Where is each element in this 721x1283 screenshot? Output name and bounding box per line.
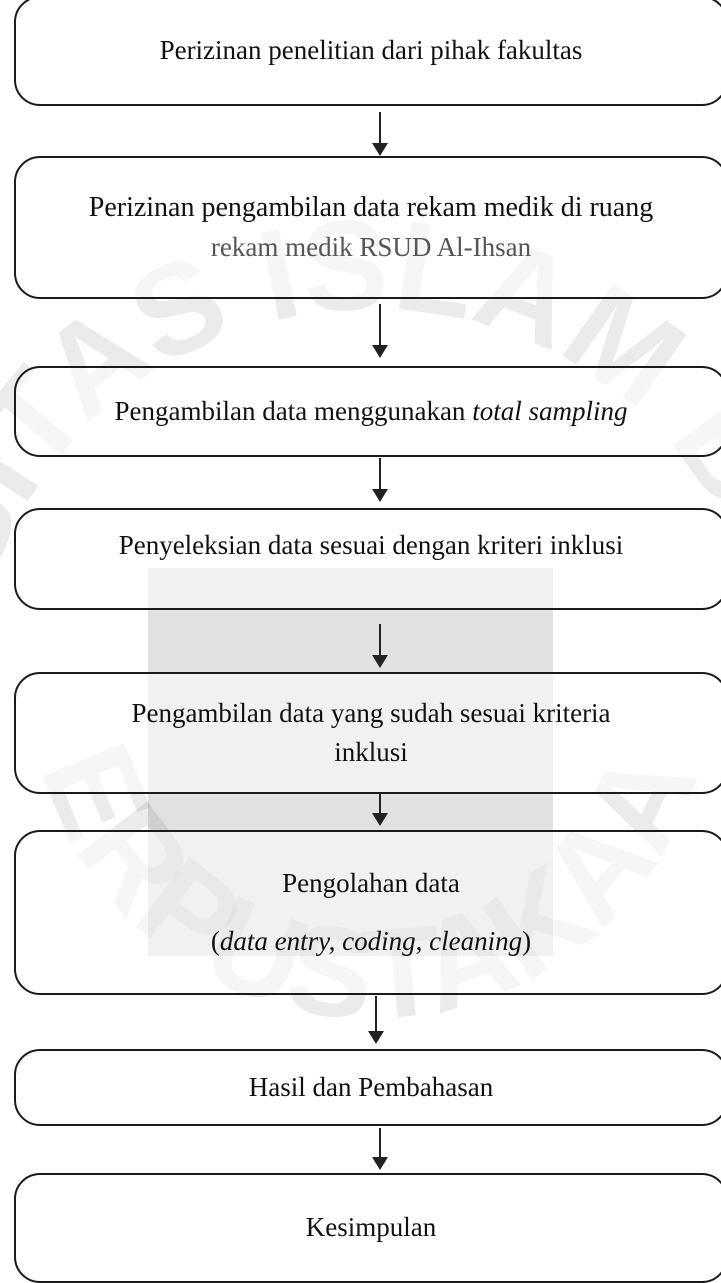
step-2-text-line2: rekam medik RSUD Al-Ihsan xyxy=(210,232,532,263)
step-3-text: Pengambilan data menggunakan total sampl… xyxy=(115,392,628,431)
step-5-box: Pengambilan data yang sudah sesuai krite… xyxy=(14,672,721,794)
step-8-text: Kesimpulan xyxy=(305,1212,437,1243)
step-3-text-prefix: Pengambilan data menggunakan xyxy=(114,395,473,426)
arrow-5-6 xyxy=(372,794,388,826)
step-3-text-emphasis: total sampling xyxy=(472,395,628,426)
arrow-4-5 xyxy=(372,624,388,668)
arrow-2-3 xyxy=(372,304,388,358)
step-6-paren-open: ( xyxy=(210,925,220,956)
step-8-content: Kesimpulan xyxy=(14,1173,721,1283)
step-5-text-line1: Pengambilan data yang sudah sesuai krite… xyxy=(131,697,611,728)
arrow-3-4 xyxy=(372,458,388,502)
step-2-box: Perizinan pengambilan data rekam medik d… xyxy=(14,156,721,299)
step-6-paren-close: ) xyxy=(522,925,532,956)
step-6-box: Pengolahan data (data entry, coding, cle… xyxy=(14,830,721,995)
step-6-text-line1: Pengolahan data xyxy=(282,868,460,899)
step-2-text-line1: Perizinan pengambilan data rekam medik d… xyxy=(88,191,654,223)
step-7-text: Hasil dan Pembahasan xyxy=(248,1071,494,1102)
step-4-box: Penyeleksian data sesuai dengan kriteri … xyxy=(14,508,721,610)
step-3-box: Pengambilan data menggunakan total sampl… xyxy=(14,366,721,457)
step-7-real-box xyxy=(14,1049,721,1126)
step-4-text: Penyeleksian data sesuai dengan kriteri … xyxy=(118,530,624,560)
step-6-text-line2: (data entry, coding, cleaning) xyxy=(211,922,531,961)
step-5-text-line2: inklusi xyxy=(334,737,408,767)
step-1-text: Perizinan penelitian dari pihak fakultas xyxy=(159,35,583,66)
arrow-6-7 xyxy=(368,996,384,1044)
step-1-box: Perizinan penelitian dari pihak fakultas xyxy=(14,0,721,106)
step-7-content: Hasil dan Pembahasan xyxy=(14,1049,721,1126)
step-6-text-emphasis: data entry, coding, cleaning xyxy=(219,925,523,956)
arrow-7-8 xyxy=(372,1128,388,1170)
arrow-1-2 xyxy=(372,112,388,156)
